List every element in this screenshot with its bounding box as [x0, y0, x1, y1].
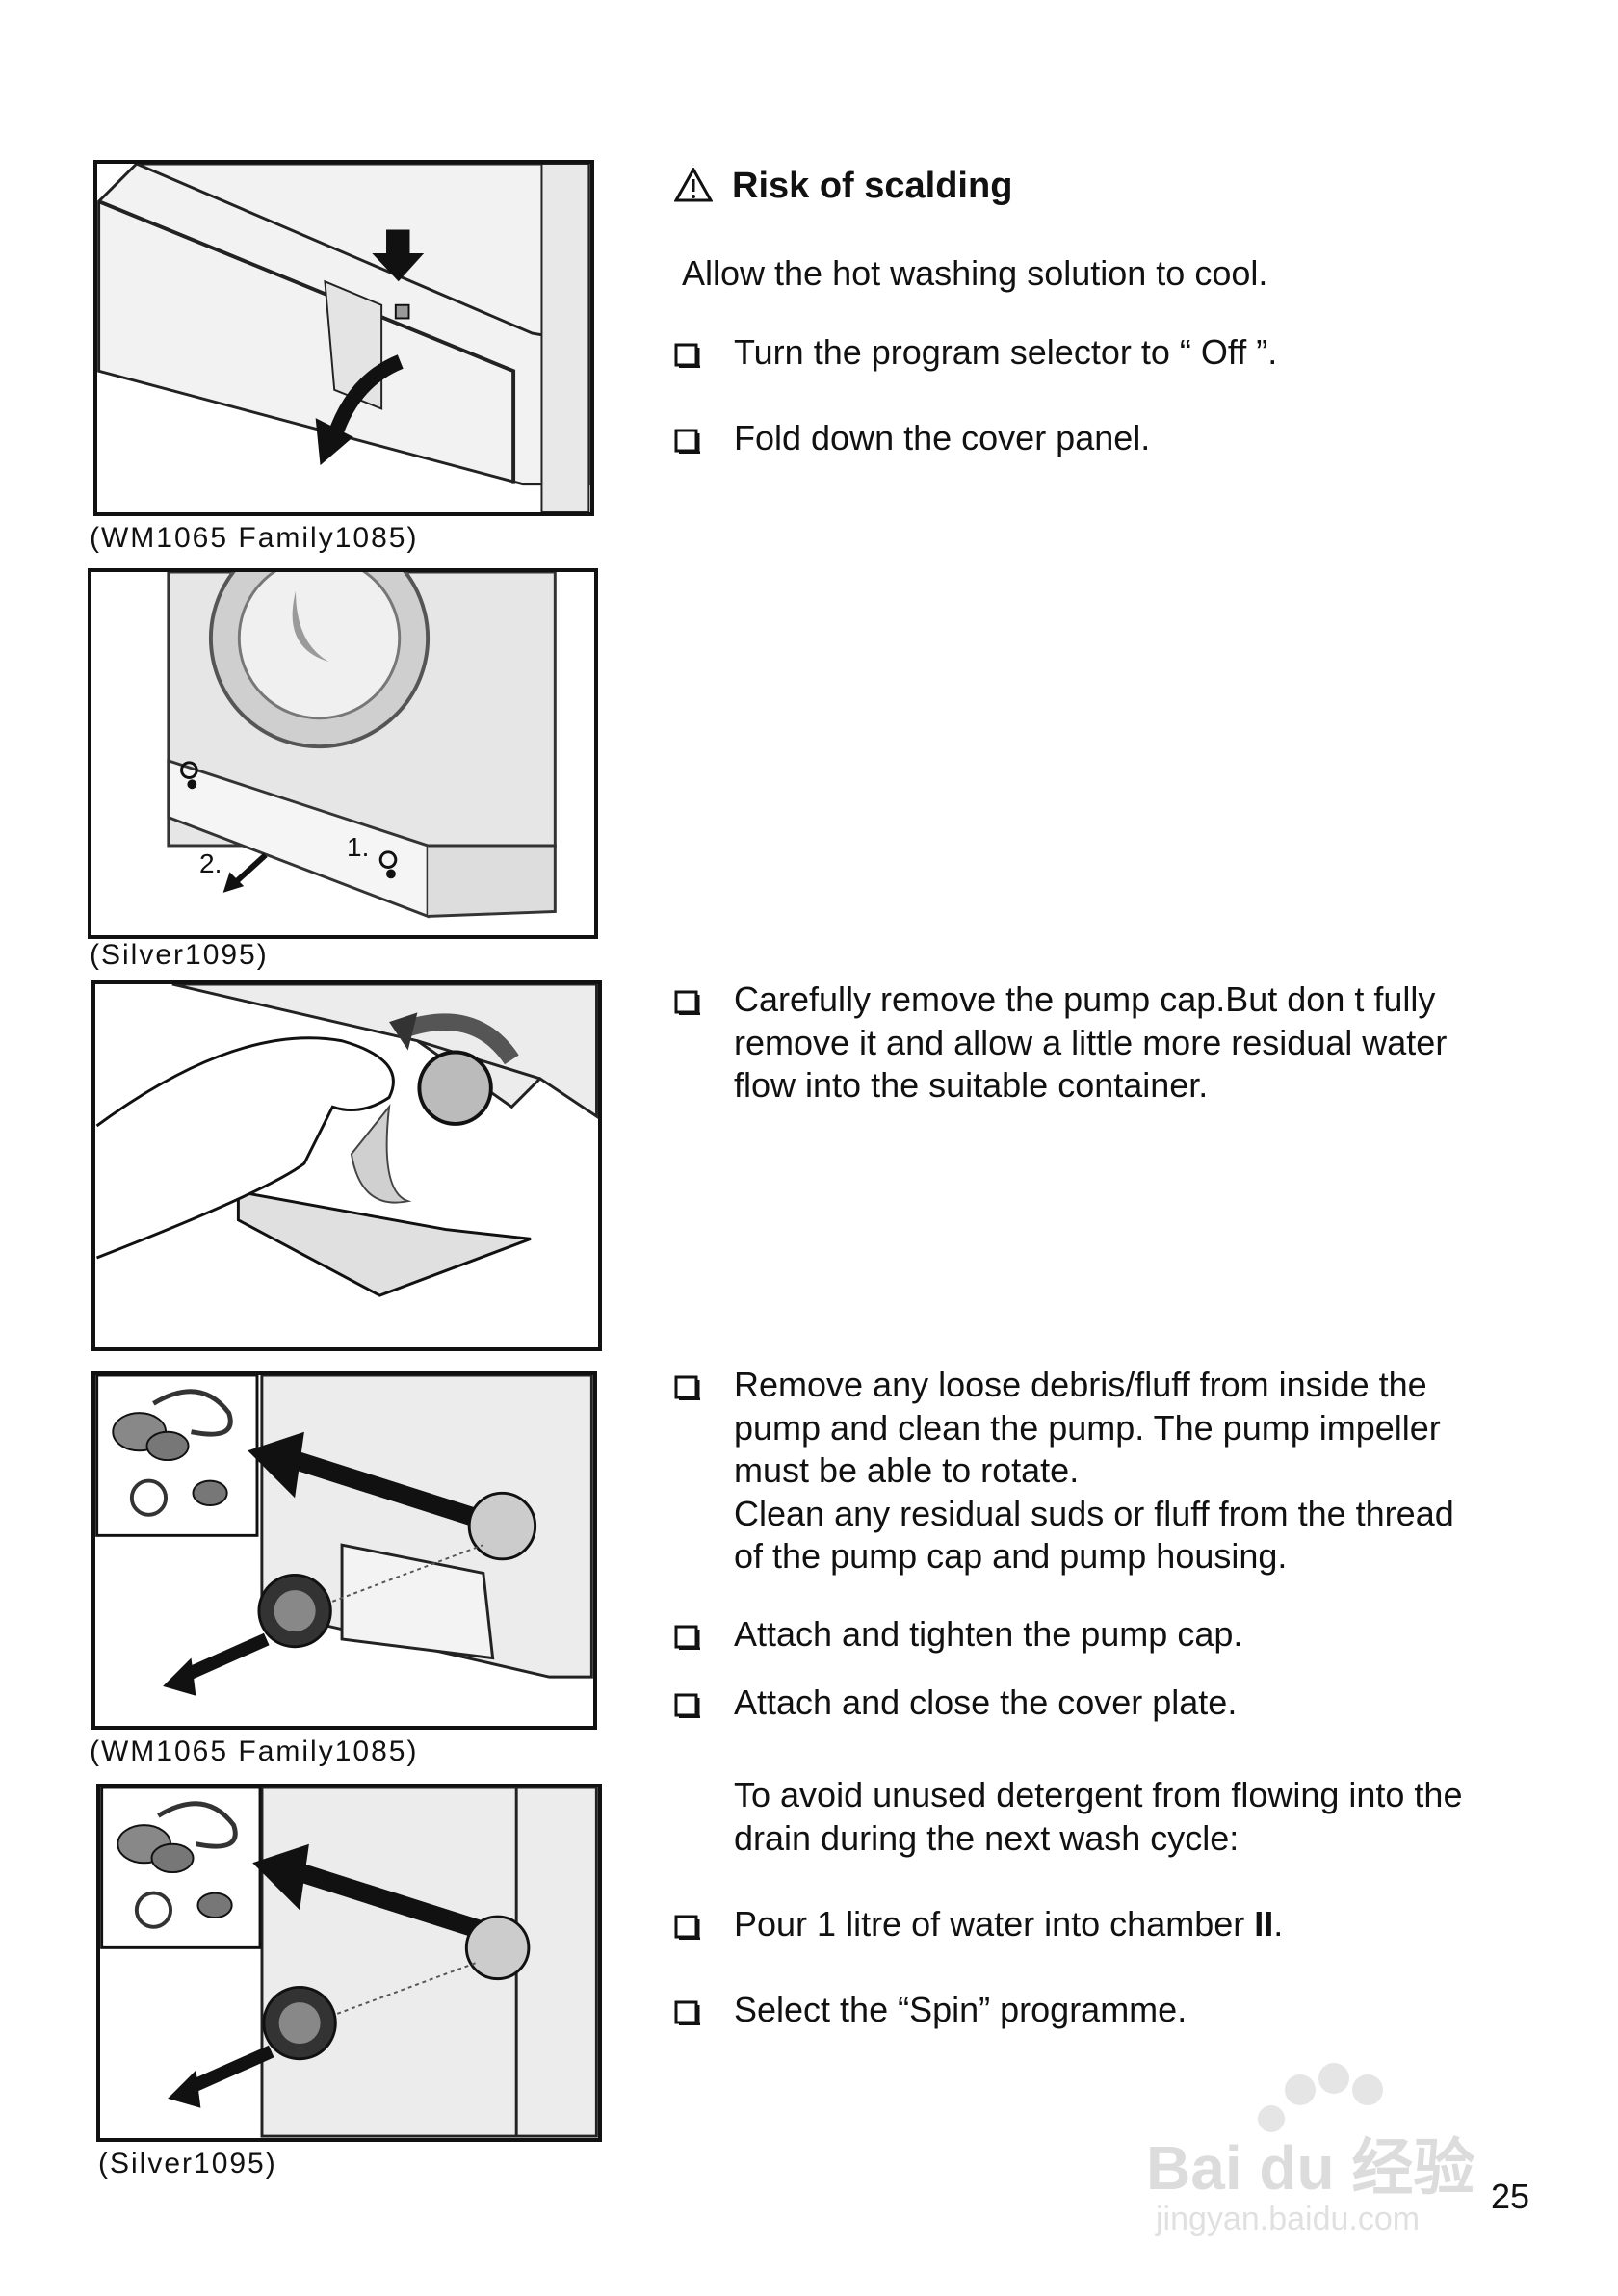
step-text: Fold down the cover panel. [734, 418, 1151, 457]
step-line: of the pump cap and pump housing. [734, 1536, 1288, 1576]
note-line: To avoid unused detergent from flowing i… [734, 1775, 1463, 1814]
checkbox-bullet-icon [674, 1693, 700, 1718]
figure-cover-panel [93, 160, 594, 516]
checkbox-bullet-icon [674, 1915, 700, 1940]
figure-clean-pump-silver [96, 1784, 602, 2142]
checkbox-bullet-icon [674, 429, 700, 454]
step-line: pump and clean the pump. The pump impell… [734, 1407, 1441, 1448]
step-label-two: 2. [199, 848, 222, 878]
figure-caption: (WM1065 Family1085) [90, 522, 419, 554]
pour-end: . [1273, 1904, 1284, 1944]
step-line: Clean any residual suds or fluff from th… [734, 1493, 1454, 1533]
step-text: Select the “Spin” programme. [734, 1990, 1187, 2029]
checkbox-bullet-icon [674, 990, 700, 1015]
chamber-label: II [1254, 1904, 1274, 1944]
figure-caption: (Silver1095) [98, 2148, 277, 2179]
step-line: flow into the suitable container. [734, 1065, 1209, 1105]
step-line: Remove any loose debris/fluff from insid… [734, 1365, 1427, 1404]
step-line: remove it and allow a little more residu… [734, 1022, 1448, 1062]
figure-caption: (Silver1095) [90, 939, 269, 971]
watermark-url: jingyan.baidu.com [1156, 2201, 1421, 2237]
baidu-watermark: Bai du 经验 jingyan.baidu.com [1146, 2051, 1531, 2244]
clean-pump-silver-illustration [100, 1787, 598, 2138]
remove-pump-cap-illustration [95, 984, 598, 1297]
figure-remove-pump-cap [91, 980, 602, 1351]
baidu-paw-icon [1258, 2063, 1383, 2132]
checkbox-bullet-icon [674, 1625, 700, 1650]
warning-triangle-icon [674, 168, 713, 202]
note-line: drain during the next wash cycle: [734, 1817, 1240, 1858]
page-number: 25 [1491, 2177, 1530, 2216]
figure-caption: (WM1065 Family1085) [90, 1735, 419, 1767]
intro-text: Allow the hot washing solution to cool. [682, 253, 1268, 293]
step-text: Pour 1 litre of water into chamber II. [734, 1903, 1562, 1946]
pour-text: Pour 1 litre of water into chamber [734, 1904, 1255, 1944]
figure-clean-pump [91, 1371, 597, 1730]
figure-silver-panel: 1. 2. [88, 568, 598, 939]
clean-pump-illustration [95, 1375, 593, 1696]
checkbox-bullet-icon [674, 2000, 700, 2025]
step-line: Carefully remove the pump cap.But don t … [734, 979, 1436, 1019]
step-text: Attach and tighten the pump cap. [734, 1614, 1243, 1654]
step-line: must be able to rotate. [734, 1450, 1080, 1490]
step-text: Attach and close the cover plate. [734, 1683, 1238, 1722]
cover-panel-illustration [97, 164, 590, 512]
watermark-logo: Bai du 经验 [1146, 2133, 1475, 2203]
checkbox-bullet-icon [674, 343, 700, 368]
step-label-one: 1. [347, 832, 370, 862]
silver-panel-illustration [167, 572, 557, 919]
step-text: Turn the program selector to “ Off ”. [734, 332, 1278, 372]
heading-title: Risk of scalding [732, 166, 1013, 206]
checkbox-bullet-icon [674, 1375, 700, 1400]
